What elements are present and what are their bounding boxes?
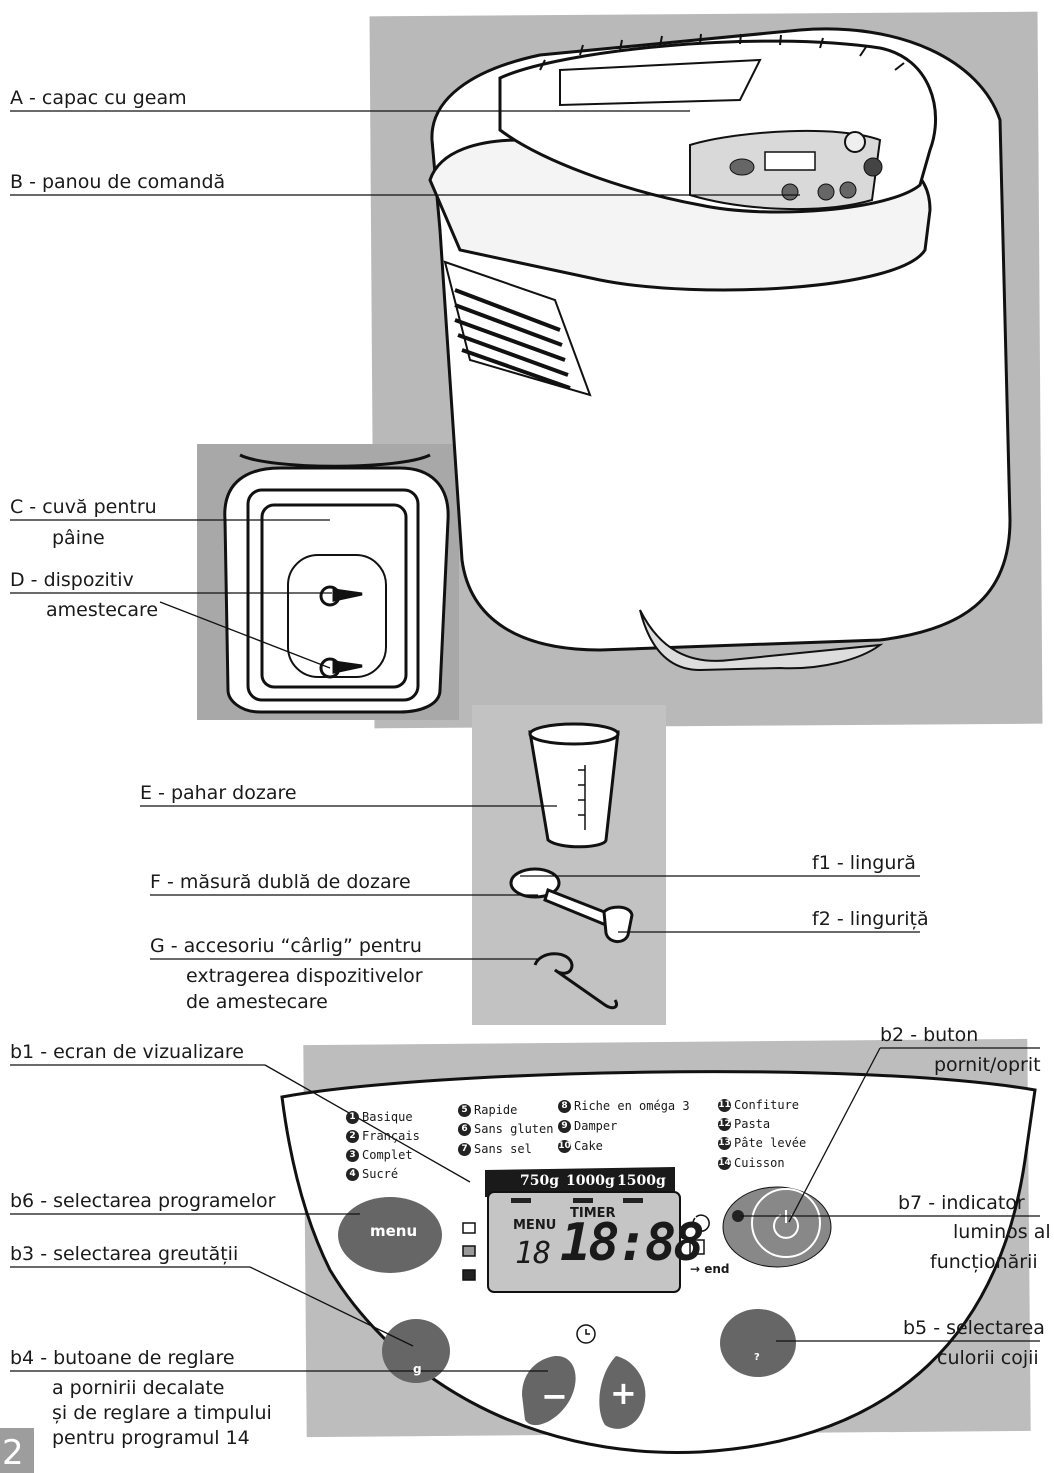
label-power-button: b2 - buton bbox=[880, 1024, 979, 1046]
label-program-select: b6 - selectarea programelor bbox=[10, 1190, 276, 1212]
menu-button[interactable]: menu bbox=[370, 1222, 418, 1240]
label-tablespoon: f1 - lingură bbox=[812, 852, 916, 874]
accessories-panel bbox=[472, 705, 666, 1025]
lcd-menu-label: MENU bbox=[513, 1218, 557, 1233]
label-hook-accessory-2: extragerea dispozitivelor bbox=[186, 965, 423, 987]
label-control-panel: B - panou de comandă bbox=[10, 171, 226, 193]
machine-panel bbox=[369, 11, 1043, 729]
label-power-indicator: b7 - indicator bbox=[898, 1192, 1025, 1214]
end-label: → end bbox=[690, 1262, 730, 1276]
label-teaspoon: f2 - linguriță bbox=[812, 908, 929, 930]
label-display-screen: b1 - ecran de vizualizare bbox=[10, 1041, 244, 1063]
minus-button[interactable]: − bbox=[541, 1377, 568, 1415]
label-adjust-buttons: b4 - butoane de reglare bbox=[10, 1347, 235, 1369]
label-double-measure: F - măsură dublă de dozare bbox=[150, 871, 411, 893]
label-bread-pan-cont: pâine bbox=[52, 527, 105, 549]
page-number: 2 bbox=[2, 1433, 24, 1473]
lcd-timer-label: TIMER bbox=[570, 1206, 616, 1221]
weight-1500g: 1500g bbox=[617, 1173, 666, 1189]
label-kneading-paddle: D - dispozitiv bbox=[10, 569, 134, 591]
label-hook-accessory: G - accesoriu “cârlig” pentru bbox=[150, 935, 422, 957]
lcd-time-digits: 18:88 bbox=[560, 1213, 705, 1273]
weight-1000g: 1000g bbox=[566, 1173, 615, 1189]
pan-panel bbox=[197, 444, 459, 720]
label-hook-accessory-3: de amestecare bbox=[186, 991, 328, 1013]
label-power-indicator-3: funcționării bbox=[930, 1251, 1038, 1273]
label-power-indicator-2: luminos al bbox=[953, 1221, 1051, 1243]
label-weight-select: b3 - selectarea greutății bbox=[10, 1243, 239, 1265]
label-bread-pan: C - cuvă pentru bbox=[10, 496, 157, 518]
weight-button[interactable]: g bbox=[413, 1362, 422, 1376]
label-power-button-cont: pornit/oprit bbox=[934, 1054, 1041, 1076]
weight-750g: 750g bbox=[520, 1173, 560, 1189]
lcd-program-digits: 18 bbox=[515, 1236, 552, 1271]
label-kneading-paddle-cont: amestecare bbox=[46, 599, 159, 621]
label-adjust-buttons-2: a pornirii decalate bbox=[52, 1377, 225, 1399]
label-lid-with-window: A - capac cu geam bbox=[10, 87, 187, 109]
label-crust-select-cont: culorii cojii bbox=[937, 1347, 1039, 1369]
label-adjust-buttons-3: și de reglare a timpului bbox=[52, 1402, 272, 1424]
page-tab bbox=[0, 1428, 34, 1473]
label-adjust-buttons-4: pentru programul 14 bbox=[52, 1427, 250, 1449]
crust-color-button[interactable]: ? bbox=[754, 1352, 760, 1363]
plus-button[interactable]: + bbox=[610, 1374, 637, 1412]
label-measuring-cup: E - pahar dozare bbox=[140, 782, 297, 804]
label-crust-select: b5 - selectarea bbox=[903, 1317, 1045, 1339]
